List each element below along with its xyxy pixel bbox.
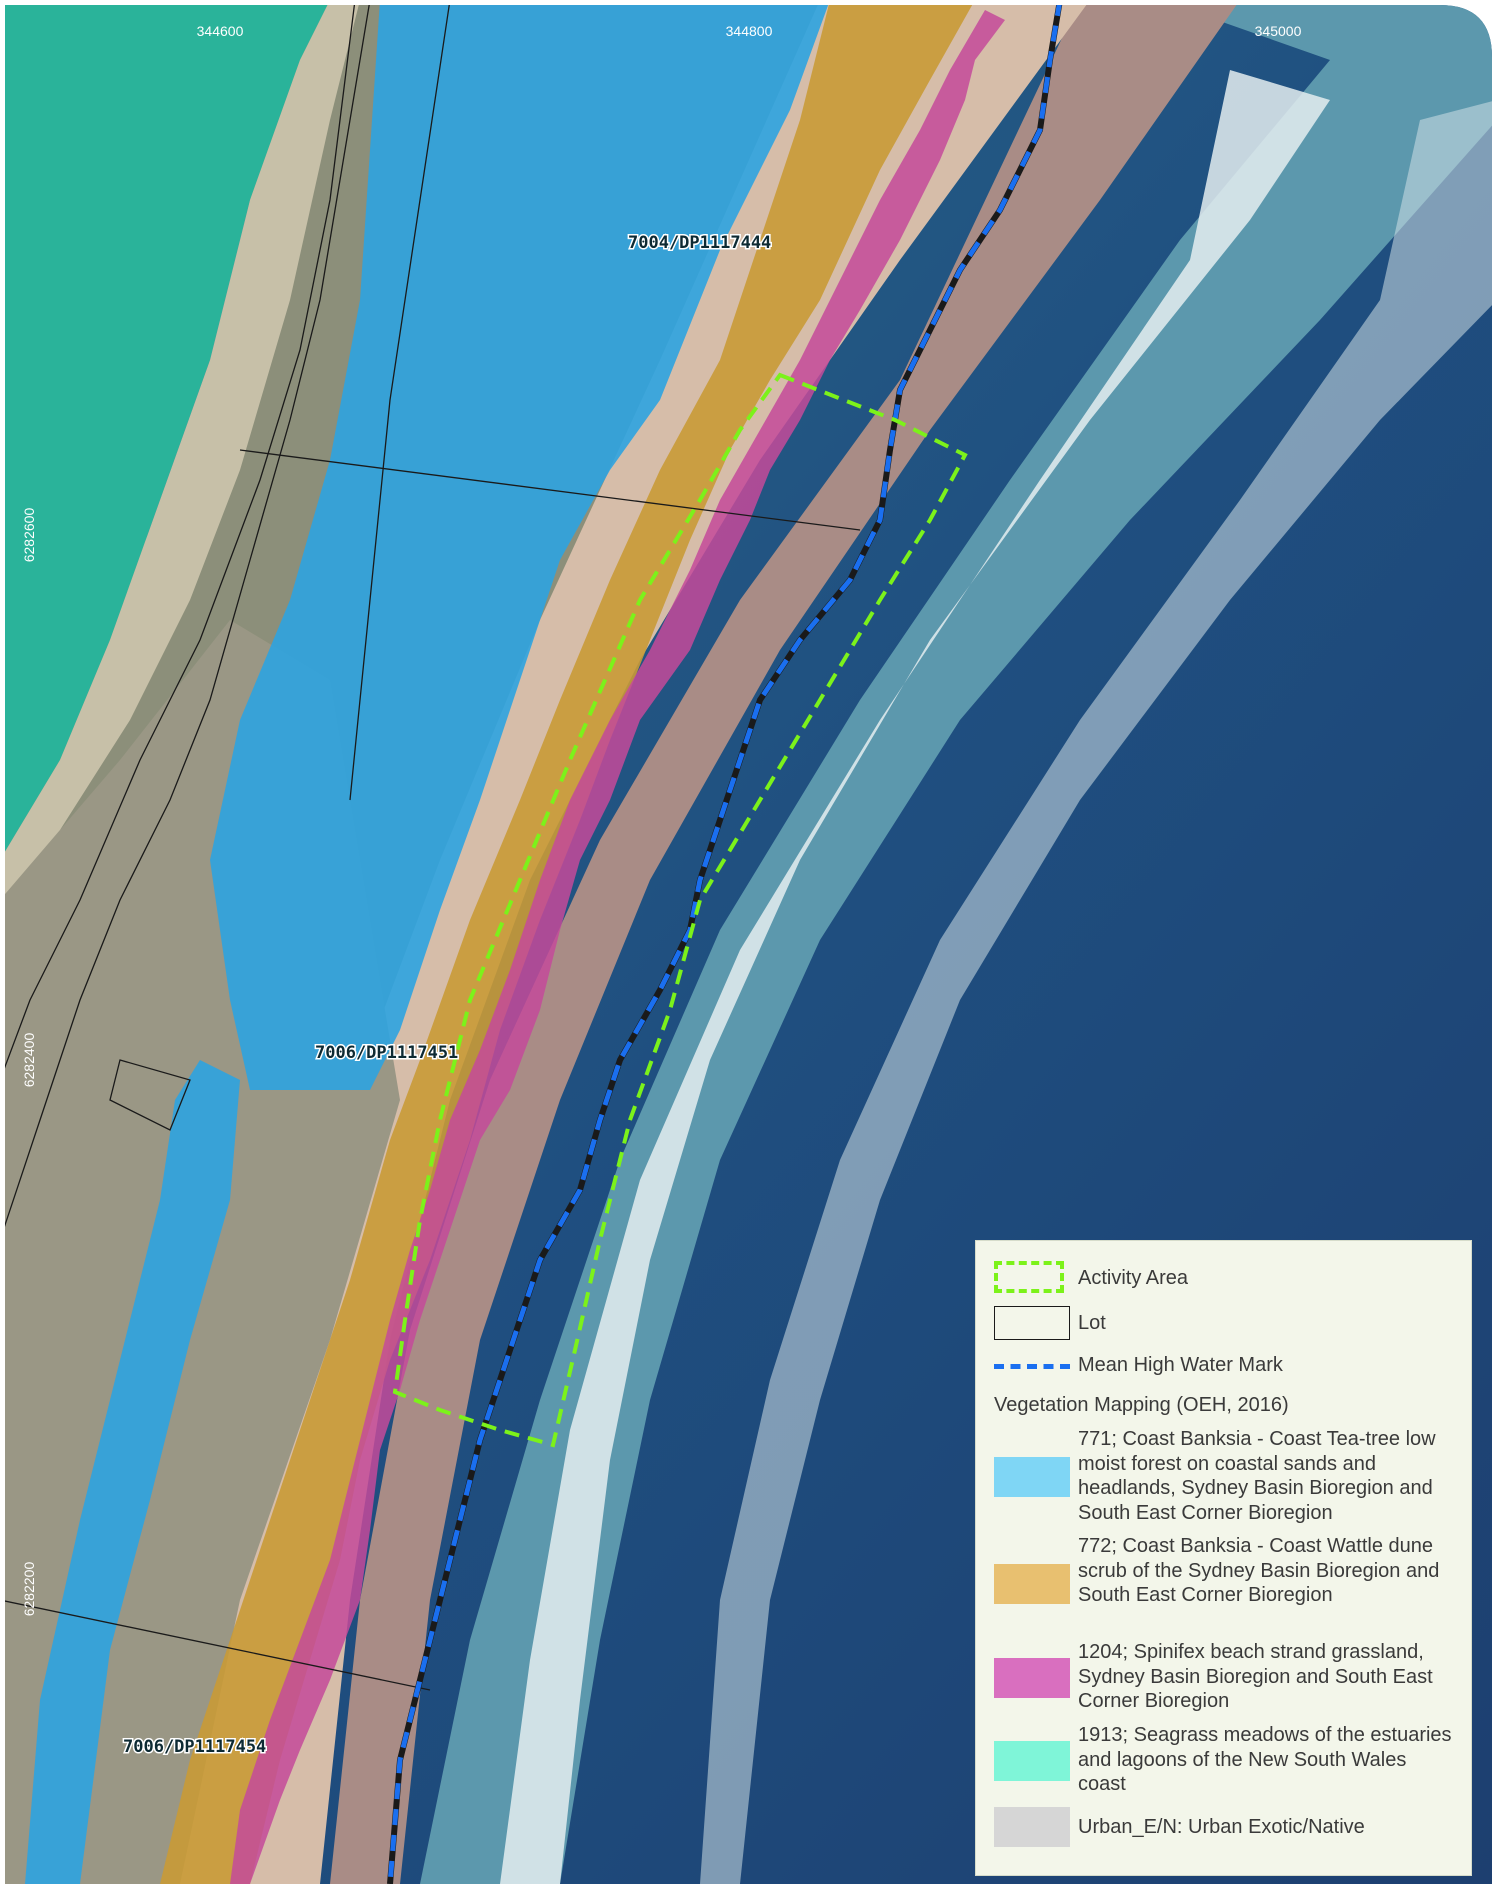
legend-label-urban: Urban_E/N: Urban Exotic/Native [1078,1816,1365,1838]
lot-symbol [994,1304,1070,1344]
legend-item-mhwm: Mean High Water Mark [994,1346,1458,1386]
legend-label-veg-1913: 1913; Seagrass meadows of the estuaries … [1078,1724,1452,1795]
grid-x-label-2: 344800 [726,23,773,39]
veg-1204-swatch [994,1640,1070,1714]
grid-y-label-2: 6282400 [21,1033,37,1088]
legend-item-veg-771: 771; Coast Banksia - Coast Tea-tree low … [994,1427,1458,1525]
legend-label-lot: Lot [1078,1312,1106,1334]
legend-item-veg-1204: 1204; Spinifex beach strand grassland, S… [994,1640,1458,1714]
lot-label-7006-451: 7006/DP1117451 [315,1043,458,1063]
veg-1204-strand [230,10,1005,1884]
legend-label-mhwm: Mean High Water Mark [1078,1354,1283,1376]
lot-boundaries [5,5,861,1691]
grid-y-label-1: 6282600 [21,508,37,563]
legend-label-veg-772: 772; Coast Banksia - Coast Wattle dune s… [1078,1535,1440,1606]
urban-swatch [994,1807,1070,1847]
estuary-shore [5,5,360,900]
legend-item-urban: Urban_E/N: Urban Exotic/Native [994,1807,1458,1847]
veg-771-swatch [994,1427,1070,1525]
veg-772-scrub [160,5,975,1884]
legend-item-veg-772: 772; Coast Banksia - Coast Wattle dune s… [994,1534,1458,1632]
veg-771-forest [210,5,830,1090]
veg-1913-swatch [994,1723,1070,1797]
map-legend: Activity Area Lot Mean High Water Mark V… [975,1240,1472,1876]
lot-label-7006-454: 7006/DP1117454 [123,1737,266,1757]
mhwm-symbol [994,1346,1070,1386]
veg-771-south [25,1060,240,1884]
legend-label-activity-area: Activity Area [1078,1267,1189,1289]
legend-label-veg-1204: 1204; Spinifex beach strand grassland, S… [1078,1641,1433,1712]
legend-item-activity-area: Activity Area [994,1259,1458,1299]
veg-772-swatch [994,1534,1070,1632]
grid-x-label-1: 344600 [197,23,244,39]
breaking-waves-outer [700,100,1492,1884]
legend-item-veg-1913: 1913; Seagrass meadows of the estuaries … [994,1723,1458,1797]
lot-label-7004: 7004/DP1117444 [628,233,771,253]
activity-area [392,372,968,1448]
legend-item-lot: Lot [994,1304,1458,1344]
mean-high-water-mark-dash [387,5,1063,1884]
activity-area-symbol [994,1259,1070,1299]
grid-y-label-3: 6282200 [21,1562,37,1617]
grid-x-label-3: 345000 [1255,23,1302,39]
legend-label-veg-771: 771; Coast Banksia - Coast Tea-tree low … [1078,1428,1436,1524]
legend-vegetation-heading: Vegetation Mapping (OEH, 2016) [994,1394,1289,1416]
estuary-seagrass [5,5,330,860]
